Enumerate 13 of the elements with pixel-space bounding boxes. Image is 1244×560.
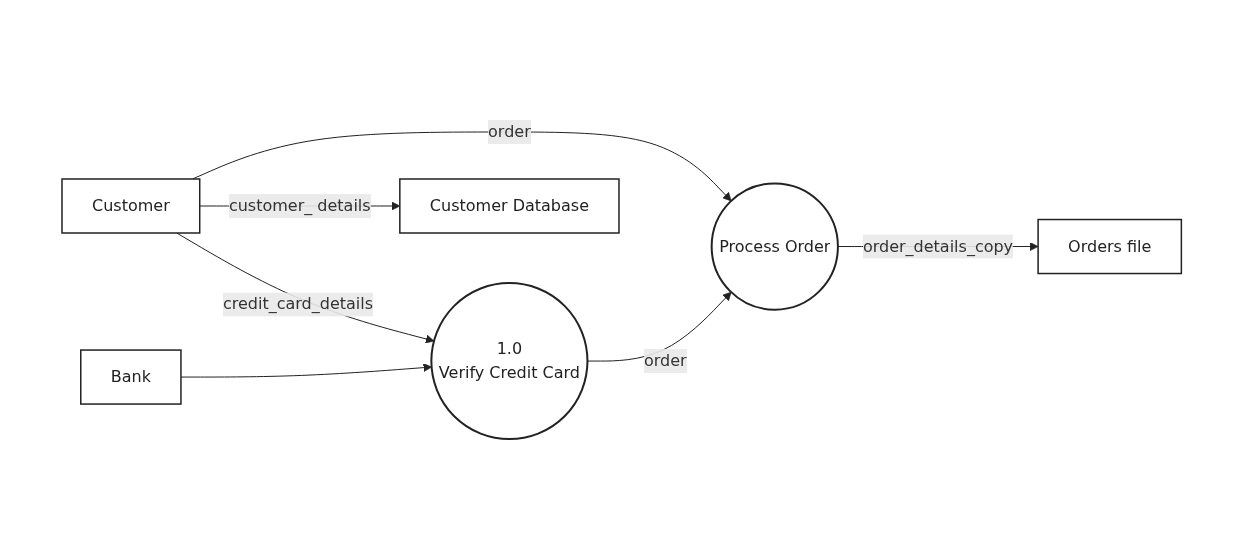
edge-label: customer_ details	[229, 196, 371, 216]
node-box: Bank	[80, 349, 182, 406]
arrow	[192, 131, 732, 202]
edge-label: order	[644, 351, 687, 371]
edge-label: credit_card_details	[223, 294, 374, 314]
node-circle: 1.0 Verify Credit Card	[430, 282, 589, 441]
arrow	[176, 232, 435, 344]
node-box: Customer Database	[399, 178, 621, 235]
edge-label: order	[488, 122, 532, 142]
node-box: Customer	[61, 178, 201, 235]
edge-label: order_details_copy	[863, 236, 1014, 256]
node-circle: Process Order	[710, 182, 840, 312]
node-box: Orders file	[1037, 219, 1183, 275]
